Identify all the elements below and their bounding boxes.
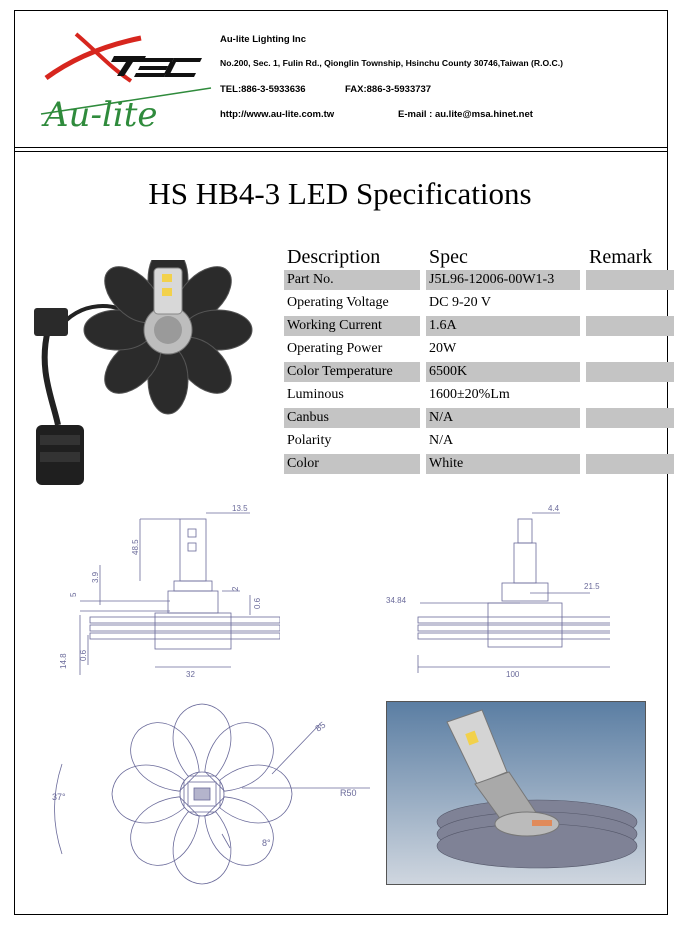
svg-text:48.5: 48.5 [131, 539, 140, 555]
row-remark [586, 293, 674, 313]
row-spec: 1.6A [426, 316, 580, 336]
row-remark [586, 270, 674, 290]
svg-text:13.5: 13.5 [232, 505, 248, 513]
svg-text:0.6: 0.6 [79, 649, 88, 661]
row-spec: 6500K [426, 362, 580, 382]
row-spec: White [426, 454, 580, 474]
header-divider-thin [14, 151, 668, 152]
side-view-drawing: 4.4 34.84 21.5 100 [386, 505, 610, 679]
row-spec: 20W [429, 341, 457, 356]
company-website[interactable]: http://www.au-lite.com.tw [220, 109, 335, 120]
table-row: Part No. J5L96-12006-00W1-3 [284, 270, 674, 290]
table-row: Canbus N/A [284, 408, 674, 428]
row-description: Color Temperature [284, 362, 420, 382]
row-spec: N/A [426, 408, 580, 428]
table-header-row: Description Spec Remark [284, 247, 674, 267]
row-description: Polarity [287, 433, 332, 448]
company-tel: TEL:886-3-5933636 [220, 84, 306, 95]
svg-text:14.8: 14.8 [59, 653, 68, 669]
page-title: HS HB4-3 LED Specifications [148, 176, 532, 211]
row-remark [586, 431, 674, 451]
row-description: Operating Voltage [287, 295, 389, 310]
company-fax: FAX:886-3-5933737 [345, 84, 432, 95]
header-description: Description [287, 246, 381, 268]
row-spec: 1600±20%Lm [429, 387, 510, 402]
svg-text:0.6: 0.6 [253, 597, 262, 609]
svg-text:34.84: 34.84 [386, 596, 407, 605]
svg-text:R50: R50 [340, 788, 357, 798]
row-remark [586, 316, 674, 336]
svg-text:3.9: 3.9 [91, 571, 100, 583]
row-description: Canbus [284, 408, 420, 428]
row-remark [586, 385, 674, 405]
row-remark [586, 339, 674, 359]
row-description: Working Current [284, 316, 420, 336]
company-name: Au-lite Lighting Inc [220, 34, 307, 45]
spec-table: Description Spec Remark Part No. J5L96-1… [284, 244, 674, 477]
row-description: Luminous [287, 387, 344, 402]
row-remark [586, 454, 674, 474]
table-row: Working Current 1.6A [284, 316, 674, 336]
table-row: Polarity N/A [284, 431, 674, 451]
front-view-drawing: 13.5 48.5 3.9 5 2 0.6 14.8 0.6 32 [59, 505, 280, 679]
row-spec: N/A [429, 433, 454, 448]
svg-text:2: 2 [231, 586, 240, 591]
row-description: Color [284, 454, 420, 474]
table-row: Luminous 1600±20%Lm [284, 385, 674, 405]
row-description: Part No. [284, 270, 420, 290]
product-3d-render [386, 701, 646, 885]
xtec-au-lite-logo: Au-lite [40, 32, 212, 135]
company-email[interactable]: E-mail : au.lite@msa.hinet.net [398, 109, 533, 120]
logo-text: Au-lite [41, 95, 157, 135]
table-row: Color Temperature 6500K [284, 362, 674, 382]
row-remark [586, 362, 674, 382]
header-divider [14, 147, 668, 148]
svg-text:85: 85 [313, 720, 327, 734]
row-spec: J5L96-12006-00W1-3 [426, 270, 580, 290]
header-remark: Remark [589, 246, 653, 268]
table-row: Color White [284, 454, 674, 474]
svg-text:37°: 37° [52, 792, 66, 802]
svg-text:21.5: 21.5 [584, 582, 600, 591]
header-spec: Spec [429, 246, 468, 268]
row-spec: DC 9-20 V [429, 295, 491, 310]
svg-text:100: 100 [506, 670, 520, 679]
company-address: No.200, Sec. 1, Fulin Rd., Qionglin Town… [220, 58, 563, 68]
product-photo [34, 260, 253, 485]
top-view-drawing: 85 R50 37° 8° [52, 703, 370, 885]
table-row: Operating Voltage DC 9-20 V [284, 293, 674, 313]
svg-text:5: 5 [69, 592, 78, 597]
svg-text:32: 32 [186, 670, 195, 679]
table-row: Operating Power 20W [284, 339, 674, 359]
svg-text:8°: 8° [262, 838, 271, 848]
row-description: Operating Power [287, 341, 383, 356]
svg-text:4.4: 4.4 [548, 505, 560, 513]
row-remark [586, 408, 674, 428]
